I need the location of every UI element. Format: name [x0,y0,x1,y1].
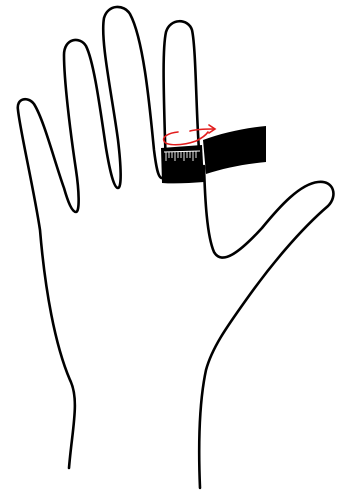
thumb-outline [197,164,335,490]
ring-sizer-strip-icon [161,126,266,184]
wrap-direction-arrow-icon [162,124,217,146]
hand-outline-icon [16,5,204,470]
measurement-scale-icon [163,150,201,161]
